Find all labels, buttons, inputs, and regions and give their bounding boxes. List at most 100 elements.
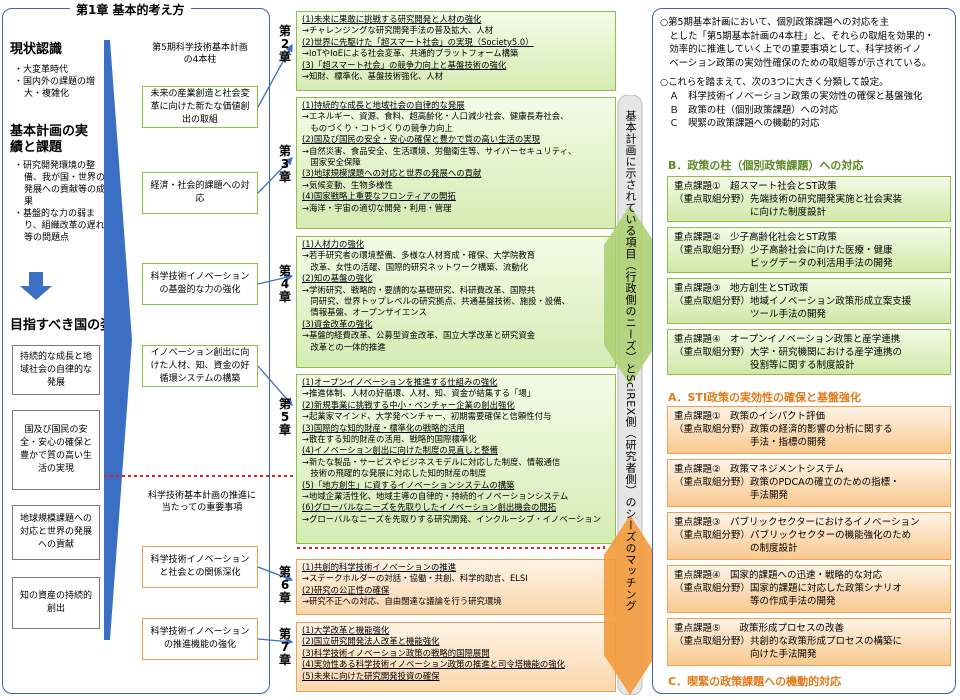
pillar-box-1: 未来の産業創造と社会変革に向けた新たな価値創出の取組 [142,86,258,128]
chapter-line: (3)国際的な知的財産・標準化の戦略的活用 [302,422,465,433]
goal-box-4: 知の資産の持続的創出 [12,577,100,629]
chapter-line: (1)オープンイノベーションを推進する仕組みの強化 [302,377,498,387]
intro-line: ○これらを踏まえて、次の3つに大きく分類して設定。 [660,77,889,89]
chapter-line: →自然災害、食品安全、生活環境、労働衛生等、サイバーセキュリティ、 [302,145,577,156]
chapter-line: (1)共創的科学技術イノベーションの推進 [302,562,457,572]
chapter-line: 情報基盤、オープンサイエンス [302,307,427,318]
section-b-heading: B．政策の柱（個別政策課題）への対応 [668,159,864,172]
pillar-box-2: 経済・社会的課題への対応 [142,172,258,214]
chapter-line: 国家安全保障 [302,157,361,168]
chapter-line: (2)新規事業に挑戦する中小・ベンチャー企業の創出強化 [302,399,515,410]
chapter-line: →起業家マインド、大学発ベンチャー、初期需要確保と信頼性付与 [302,411,552,422]
section-a-heading: A．STI政策の実効性の確保と基盤強化 [668,391,862,404]
chapter-label-3: 第3章 [278,144,291,184]
right-intro: ○第5期基本計画において、個別政策課題への対応を主 とした「第5期基本計画の4本… [660,16,952,131]
matching-text: 基本計画に示されている項目（行政側のニーズ）とSciREX側（研究者側）のシーズ… [624,110,637,612]
chapter-line: 同研究、世界トップレベルの研究拠点、共通基盤技術、施設・設備、 [302,296,570,307]
a-item-3: 重点課題③ パブリックセクターにおけるイノベーション（重点取組分野）パブリックセ… [667,512,951,560]
b-item-2: 重点課題② 少子高齢化社会とST政策（重点取組分野）少子高齢社会に向けた医療・健… [667,227,951,273]
goal-heading: 目指すべき国の姿 [10,318,114,333]
genjo-item: ・大変革時代 [14,65,69,75]
chapter-line: (3)「超スマート社会」の競争力向上と基盤技術の強化 [302,59,507,70]
pillar-box-3: 科学技術イノベーションの基盤的な力の強化 [142,263,258,305]
chapter-line: →海洋・宇宙の適切な開発・利用・管理 [302,202,452,213]
chapter-label-7: 第7章 [278,627,291,667]
a-item-1: 重点課題① 政策のインパクト評価（重点取組分野）政策の経済的影響の分析に関する … [667,406,951,454]
chapter-line: (2)国及び国民の安全・安心の確保と豊かで質の高い生活の実現 [302,134,540,145]
kihon-item: ・研究開発環境の整備、我が国・世界の発展への貢献等の成果 [14,161,106,207]
a-item-4: 重点課題④ 国家的課題への迅速・戦略的な対応（重点取組分野）国家的課題に対応した… [667,565,951,613]
genjo-list: ・大変革時代 ・国内外の課題の増大・複雑化 [14,64,104,100]
intro-line: Ａ 科学技術イノベーション政策の実効性の確保と基盤強化 [660,90,923,102]
chapter-line: (1)人材力の強化 [302,239,365,249]
chapter-line: →知財、標準化、基盤技術強化、人材 [302,71,444,82]
pillars-header: 第5期科学技術基本計画の4本柱 [152,43,248,65]
section-c-heading: C．喫緊の政策課題への機動的対応 [668,675,842,688]
intro-line: ベーション政策の実効性確保のための取組等が示されている。 [660,57,932,69]
chapter-line: →ステークホルダーの対話・協働・共創、科学的助言、ELSI [302,573,528,584]
chapter-line: (2)知の基盤の強化 [302,273,373,284]
intro-line: Ｂ 政策の柱（個別政策課題）への対応 [660,104,839,116]
chapter-line: →若手研究者の環境整備、多様な人材育成・確保、大学院教育 [302,250,536,261]
chapter-line: (6)グローバルなニーズを先取りしたイノベーション創出機会の開拓 [302,502,557,513]
chapter-line: →基盤的経費改革、公募型資金改革、国立大学改革と研究資金 [302,330,536,341]
chapter-line: 改革、女性の活躍、国際的研究ネットワーク構築、流動化 [302,261,529,272]
kihon-heading: 基本計画の実績と課題 [10,124,89,155]
chapter-label-6: 第6章 [278,565,291,605]
intro-line: Ｃ 喫緊の政策課題への機動的対応 [660,118,820,130]
chapter-box-7: (1)大学改革と機能強化 (2)国立研究開発法人改革と機能強化 (3)科学技術イ… [296,622,616,692]
chapter-line: 技術の飛躍的な発展に対応した知的財産の制度 [302,468,487,479]
chapter-box-5: (1)オープンイノベーションを推進する仕組みの強化 →推進体制、人材の好循環、人… [296,374,616,544]
kihon-list: ・研究開発環境の整備、我が国・世界の発展への貢献等の成果 ・基盤的な力の弱まり、… [14,160,106,244]
chapter-line: →気候変動、生物多様性 [302,179,393,190]
chapter-line: (5)未来に向けた研究開発投資の確保 [302,670,440,681]
chapter-line: (3)資金改革の強化 [302,318,373,329]
chapter-line: (5)「地方創生」に資するイノベーションシステムの構築 [302,479,515,490]
b-item-1: 重点課題① 超スマート社会とST政策（重点取組分野）先端技術の研究開発実施と社会… [667,176,951,222]
chapter-box-3: (1)持続的な成長と地域社会の自律的な発展 →エネルギー、資源、食料、超高齢化・… [296,97,616,229]
intro-line: ○第5期基本計画において、個別政策課題への対応を主 [660,17,890,28]
chapter-line: →グローバルなニーズを先取りする研究開発、インクルーシブ・イノベーション [302,513,602,524]
chapter-line: (3)科学技術イノベーション政策の戦略的国際展開 [302,647,490,658]
chapter-label-4: 第4章 [278,264,291,304]
chapter1-title: 第1章 基本的考え方 [70,1,191,18]
chapter-line: →散在する知的財産の活用、戦略的国際標準化 [302,434,477,445]
genjo-heading: 現状認識 [10,42,63,57]
chapter-box-4: (1)人材力の強化 →若手研究者の環境整備、多様な人材育成・確保、大学院教育 改… [296,236,616,368]
chapter-box-6: (1)共創的科学技術イノベーションの推進 →ステークホルダーの対話・協働・共創、… [296,559,616,615]
intro-line: 効率的に推進していく上での重要事項として、科学技術イノ [660,44,922,56]
chapter-line: →チャレンジングな研究開発手法の普及拡大、人材 [302,25,494,36]
chapter-line: →推進体制、人材の好循環、人材、知、資金が結集する「場」 [302,388,536,399]
a-item-2: 重点課題② 政策マネジメントシステム（重点取組分野）政策のPDCAの確立のための… [667,459,951,507]
chapter-line: (4)イノベーション創出に向けた制度の見直しと整備 [302,445,498,456]
genjo-item: ・国内外の課題の増大・複雑化 [14,77,96,99]
goal-box-1: 持続的な成長と地域社会の自律的な発展 [12,345,100,395]
matching-band [604,95,656,695]
goal-box-3: 地球規模課題への対応と世界の発展への貢献 [12,505,100,560]
chapter-box-2: (1)未来に果敢に挑戦する研究開発と人材の強化 →チャレンジングな研究開発手法の… [296,11,616,91]
chapter-label-5: 第5章 [278,397,291,437]
goal-box-2: 国及び国民の安全・安心の確保と豊かで質の高い生活の実現 [12,410,100,490]
promotion-box-1: 科学技術イノベーションと社会との関係深化 [142,546,258,588]
chapter-line: (2)国立研究開発法人改革と機能強化 [302,636,440,647]
b-item-4: 重点課題④ オープンイノベーション政策と産学連携（重点取組分野）大学・研究機関に… [667,329,951,375]
chapter-line: →エネルギー、資源、食料、超高齢化・人口減少社会、健康長寿社会、 [302,111,569,122]
chapter-line: (2)研究の公正性の確保 [302,584,390,595]
chapter-line: (3)地球規模課題への対応と世界の発展への貢献 [302,168,482,179]
left-blue-arrow [104,40,132,640]
kihon-item: ・基盤的な力の弱まり、組織改革の遅れ等の問題点 [14,209,105,243]
intro-line: とした「第5期基本計画の4本柱」と、それらの取組を効果的・ [660,30,935,42]
pillar-box-4: イノベーション創出に向けた人材、知、資金の好循環システムの構築 [142,345,258,387]
b-item-3: 重点課題③ 地方創生とST政策（重点取組分野）地域イノベーション政策形成立案支援… [667,278,951,324]
chapter-line: (4)実効性ある科学技術イノベーション政策の推進と司令塔機能の強化 [302,659,565,670]
chapter-line: →IoTやIoEによる社会変革、共通的プラットフォーム構築 [302,48,519,59]
chapter-line: (1)未来に果敢に挑戦する研究開発と人材の強化 [302,14,482,24]
promotion-header: 科学技術基本計画の推進に当たっての重要事項 [148,491,257,513]
chapter-line: →学術研究、戦略的・要請的な基礎研究、科研費改革、国際共 [302,284,536,295]
chapter-line: (2)世界に先駆けた「超スマート社会」の実現（Society5.0） [302,36,534,47]
chapter-line: (1)大学改革と機能強化 [302,625,390,635]
chapter-line: →研究不正への対応、自由闊達な議論を行う研究環境 [302,596,502,607]
chapter-line: ものづくり・コトづくりの競争力向上 [302,122,453,133]
chapter-line: (4)国家戦略上重要なフロンティアの開拓 [302,191,456,202]
chapter-line: →地域企業活性化、地域主導の自律的・持続的イノベーションシステム [302,491,569,502]
